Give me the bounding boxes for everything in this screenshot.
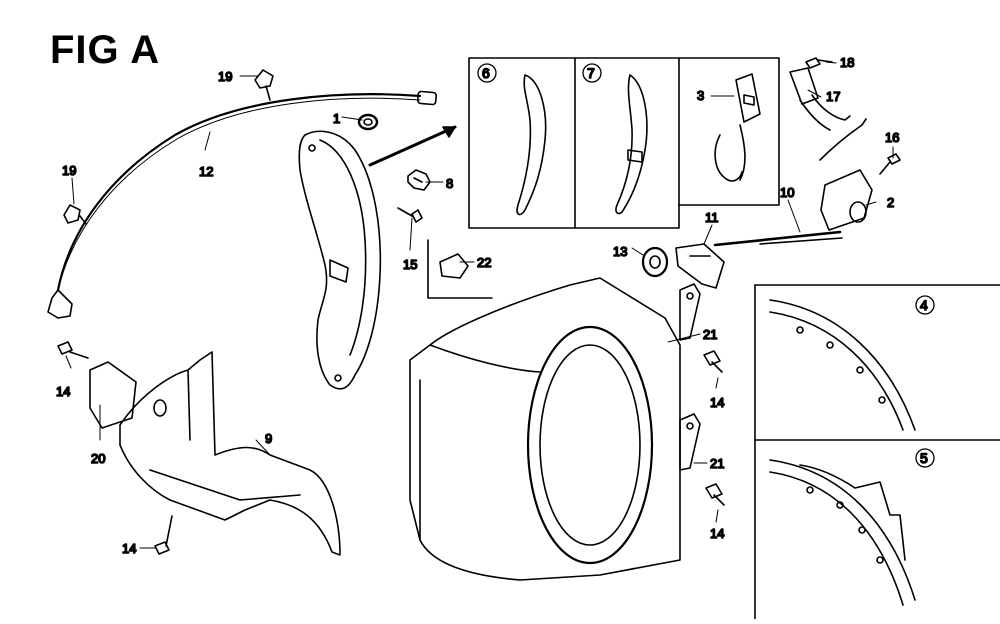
- clip-box-22: [427, 239, 493, 299]
- label-22: 22: [477, 255, 491, 270]
- bolt-18: [805, 57, 833, 69]
- label-17: 17: [826, 89, 840, 104]
- fan-shroud: [409, 277, 681, 581]
- label-14-b: 14: [710, 395, 724, 410]
- bolt-14-b: [154, 515, 173, 555]
- bolt-16: [879, 153, 901, 175]
- detail-panel-5: [769, 448, 935, 606]
- bolt-14-c: [703, 350, 723, 373]
- clip-8: [407, 169, 431, 191]
- label-20: 20: [91, 451, 105, 466]
- label-2: 2: [887, 195, 894, 210]
- label-21-b: 21: [710, 456, 724, 471]
- unit-2: [819, 118, 873, 231]
- clip-21-a: [679, 283, 701, 341]
- leader-lines: [65, 61, 894, 549]
- bolt-15: [397, 207, 423, 223]
- label-12: 12: [199, 164, 213, 179]
- label-14-d: 14: [710, 526, 724, 541]
- detail-arrow: [368, 125, 457, 167]
- bracket-20: [89, 361, 137, 429]
- label-21-a: 21: [703, 327, 717, 342]
- label-19-b: 19: [62, 163, 76, 178]
- fan-cover-9: [119, 351, 341, 556]
- label-18: 18: [840, 55, 854, 70]
- label-6: 6: [482, 65, 490, 81]
- wire-harness-12: [47, 69, 438, 319]
- label-14-c: 14: [122, 541, 136, 556]
- label-8: 8: [446, 176, 453, 191]
- label-9: 9: [265, 431, 272, 446]
- detail-box-6-7: [468, 57, 680, 229]
- label-3: 3: [697, 88, 704, 103]
- label-1: 1: [333, 111, 340, 126]
- label-15: 15: [403, 257, 417, 272]
- bolt-14-a: [57, 341, 89, 359]
- switch-17: [789, 67, 851, 131]
- label-10: 10: [780, 185, 794, 200]
- detail-panel-4: [754, 284, 1000, 620]
- cable-10: [713, 230, 843, 247]
- clip-21-b: [679, 413, 701, 471]
- label-16: 16: [885, 130, 899, 145]
- label-14-a: 14: [56, 384, 70, 399]
- figure-title: FIG A: [50, 28, 161, 72]
- detail-box-3: [678, 57, 780, 206]
- cover-plate: [298, 130, 382, 390]
- label-7: 7: [587, 65, 595, 81]
- label-4: 4: [920, 297, 928, 313]
- label-19-a: 19: [218, 69, 232, 84]
- bolt-14-d: [705, 483, 725, 506]
- grommet-13: [641, 246, 669, 278]
- connector-11: [675, 243, 725, 289]
- label-11: 11: [705, 210, 719, 225]
- grommet-1: [357, 113, 379, 131]
- label-5: 5: [920, 450, 928, 466]
- label-13: 13: [613, 244, 627, 259]
